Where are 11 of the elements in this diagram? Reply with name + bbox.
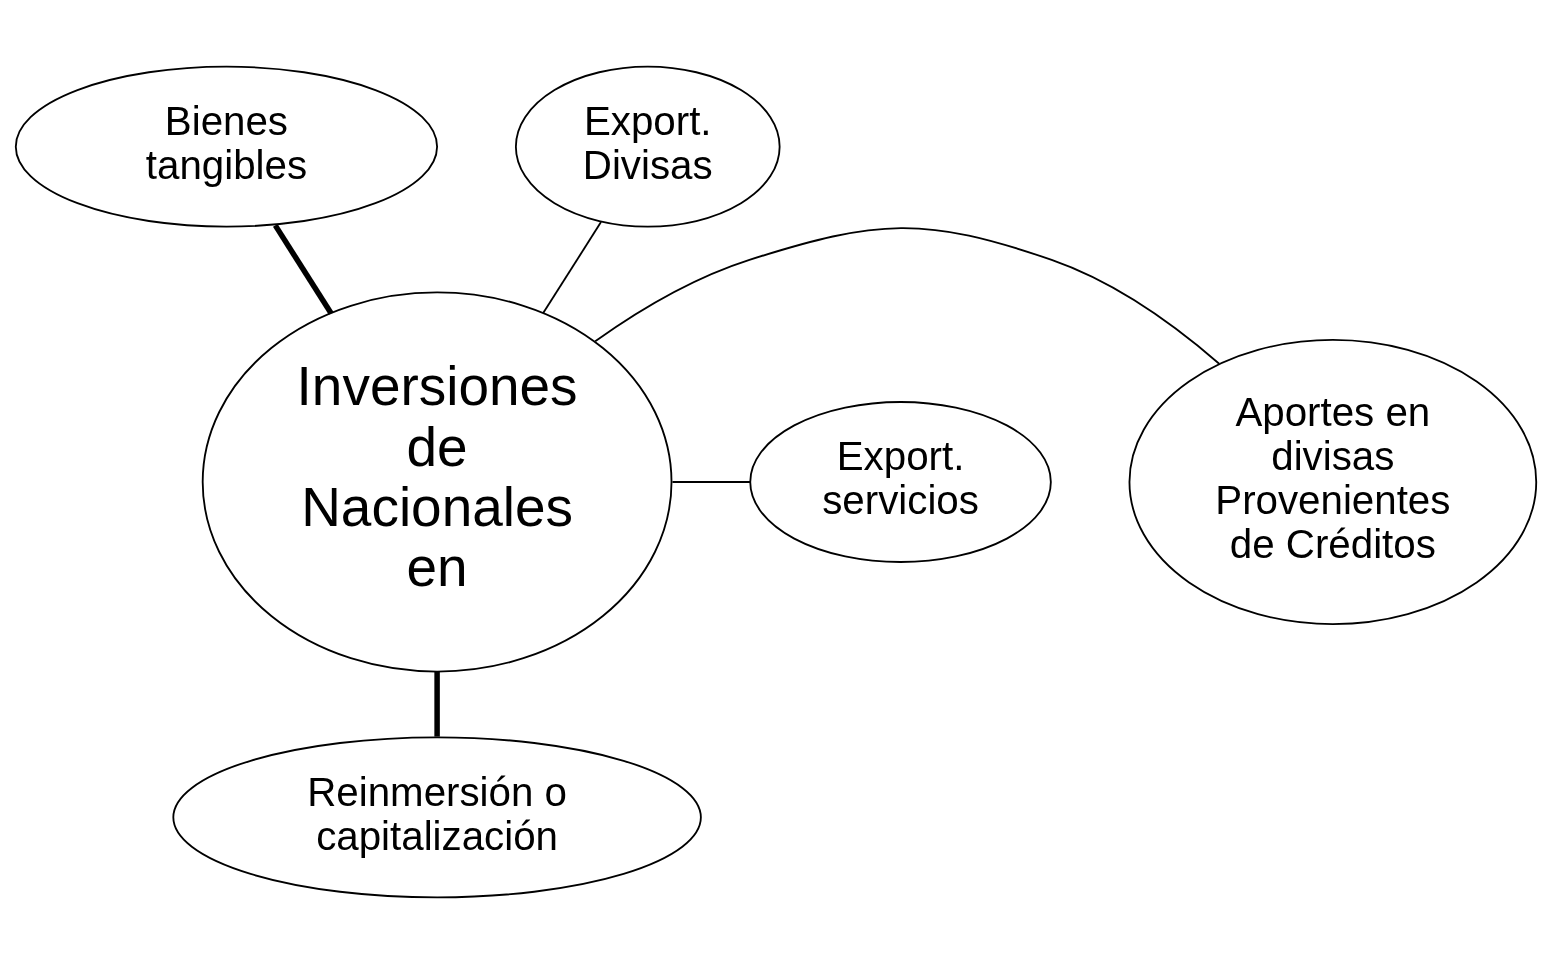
connector	[594, 227, 1221, 365]
connector	[434, 671, 440, 737]
node-ellipse: Bienes tangibles	[14, 65, 438, 228]
node-ellipse: Reinmersión o capitalización	[172, 736, 702, 899]
node-ellipse: Inversiones de Nacionales en	[201, 291, 673, 673]
connector	[671, 481, 751, 483]
node-ellipse: Export. Divisas	[514, 65, 781, 228]
node-ellipse: Aportes en divisas Provenientes de Créditos	[1128, 339, 1538, 625]
node-ellipse: Export. servicios	[749, 401, 1052, 563]
connector	[542, 221, 602, 314]
connector	[272, 223, 334, 315]
